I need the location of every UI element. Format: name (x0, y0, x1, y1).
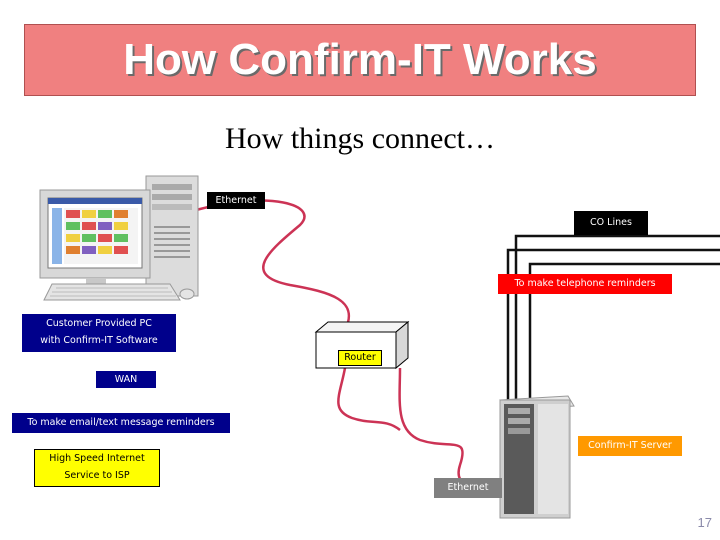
label-router: Router (338, 350, 382, 366)
page-title: How Confirm-IT Works (123, 35, 597, 84)
label-customer-pc-line1: Customer Provided PC (46, 318, 152, 330)
label-server: Confirm-IT Server (578, 436, 682, 456)
co-lines (506, 234, 720, 418)
ethernet-cable-pc-router (195, 199, 351, 331)
subtitle: How things connect… (225, 122, 495, 155)
label-co-lines: CO Lines (574, 211, 648, 235)
label-wan: WAN (96, 371, 156, 388)
label-isp: High Speed Internet Service to ISP (34, 449, 160, 487)
label-customer-pc: Customer Provided PC with Confirm-IT Sof… (22, 314, 176, 352)
label-ethernet-bottom: Ethernet (434, 478, 502, 498)
label-telephone-reminders: To make telephone reminders (498, 274, 672, 294)
label-ethernet-top: Ethernet (207, 192, 265, 209)
label-email-reminders: To make email/text message reminders (12, 413, 230, 433)
label-isp-line2: Service to ISP (64, 470, 130, 481)
label-isp-line1: High Speed Internet (49, 453, 145, 465)
server-tower-icon (499, 395, 575, 519)
desktop-pc-icon (39, 175, 199, 301)
page-number: 17 (697, 515, 712, 530)
ethernet-cable-router-server (398, 367, 501, 487)
title-banner: How Confirm-IT Works (24, 24, 696, 96)
label-customer-pc-line2: with Confirm-IT Software (40, 335, 158, 346)
wan-cable (337, 367, 401, 432)
